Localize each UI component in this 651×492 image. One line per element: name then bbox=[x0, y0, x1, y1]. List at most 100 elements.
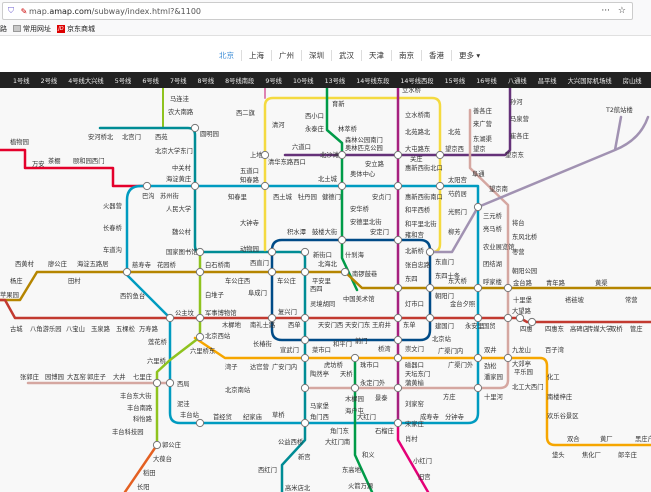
line-tab[interactable]: 10号线 bbox=[292, 77, 314, 85]
transfer-station-icon[interactable] bbox=[165, 378, 175, 388]
station-label[interactable]: 海淀五路居 bbox=[77, 259, 108, 268]
station-label[interactable]: 东高地 bbox=[342, 465, 362, 474]
bookmark-cut[interactable]: 路 bbox=[0, 24, 7, 33]
station-label[interactable]: 宣武门 bbox=[280, 345, 299, 354]
transfer-station-icon[interactable] bbox=[393, 235, 403, 245]
station-label[interactable]: 白石桥南 bbox=[205, 260, 230, 269]
station-label[interactable]: 知春路 bbox=[240, 175, 260, 184]
station-label[interactable]: 珠市口 bbox=[360, 360, 379, 369]
station-label[interactable]: 高米店北 bbox=[285, 483, 311, 492]
station-label[interactable]: 动物园 bbox=[240, 244, 259, 253]
station-label[interactable]: 大郊亭 bbox=[512, 359, 531, 368]
line-13[interactable] bbox=[263, 96, 442, 254]
station-label[interactable]: 角门东 bbox=[330, 426, 349, 435]
page-actions-icon[interactable]: ··· bbox=[601, 6, 610, 16]
city-hongkong[interactable]: 香港 bbox=[422, 50, 452, 61]
station-label[interactable]: 苏州街 bbox=[160, 191, 180, 200]
station-label[interactable]: 万寿路 bbox=[139, 324, 159, 333]
city-shanghai[interactable]: 上海 bbox=[242, 50, 272, 61]
station-label[interactable]: 四惠东 bbox=[545, 324, 564, 333]
station-label[interactable]: 大红门 bbox=[357, 412, 376, 421]
station-label[interactable]: 湾子 bbox=[225, 362, 238, 371]
station-label[interactable]: 郭公庄 bbox=[162, 440, 181, 449]
station-label[interactable]: 东直门 bbox=[435, 257, 454, 266]
transfer-station-icon[interactable] bbox=[337, 150, 347, 160]
station-label[interactable]: 黑庄户 bbox=[635, 434, 651, 443]
station-label[interactable]: 北苑路北 bbox=[405, 127, 431, 136]
station-label[interactable]: 景泰 bbox=[375, 393, 388, 402]
station-label[interactable]: 磁器口 bbox=[405, 360, 424, 369]
station-label[interactable]: 火箭万源 bbox=[348, 481, 374, 490]
station-label[interactable]: 崇文门 bbox=[405, 344, 424, 353]
station-label[interactable]: 南楼梓庄 bbox=[547, 392, 572, 401]
station-label[interactable]: 科怡路 bbox=[133, 414, 153, 423]
station-label[interactable]: 什刹海 bbox=[345, 250, 365, 259]
station-label[interactable]: 长春桥 bbox=[103, 223, 123, 232]
station-label[interactable]: 大井 bbox=[113, 372, 126, 381]
transfer-station-icon[interactable] bbox=[393, 383, 403, 393]
station-label[interactable]: 军事博物馆 bbox=[205, 308, 236, 317]
station-label[interactable]: 东大桥 bbox=[448, 276, 468, 285]
station-label[interactable]: 潘家园 bbox=[484, 372, 503, 381]
station-label[interactable]: 孙河 bbox=[510, 98, 523, 106]
transfer-station-icon[interactable] bbox=[393, 418, 403, 428]
station-label[interactable]: 关庄 bbox=[410, 154, 423, 163]
station-label[interactable]: 立水桥 bbox=[402, 88, 422, 94]
subway-map[interactable]: 马连洼农大南路安河桥北北宫门西苑圆明园北京大学东门中关村海淀黄庄植物园万安茶棚颐… bbox=[0, 88, 651, 492]
station-label[interactable]: 东风北桥 bbox=[512, 232, 538, 241]
station-label[interactable]: 海淀黄庄 bbox=[166, 174, 191, 183]
line-tab[interactable]: 14号线西段 bbox=[400, 77, 434, 85]
station-label[interactable]: 大望路 bbox=[512, 306, 532, 315]
transfer-station-icon[interactable] bbox=[425, 283, 435, 293]
station-label[interactable]: 巴沟 bbox=[142, 191, 155, 200]
station-label[interactable]: 苹果园 bbox=[0, 290, 19, 299]
station-label[interactable]: 东四 bbox=[405, 274, 418, 283]
line-tab[interactable]: 房山线 bbox=[622, 77, 642, 85]
line-tab[interactable]: 1号线 bbox=[13, 77, 30, 85]
station-label[interactable]: 莲花桥 bbox=[148, 337, 168, 346]
station-label[interactable]: 郎辛庄 bbox=[618, 450, 637, 459]
transfer-station-icon[interactable] bbox=[165, 313, 175, 323]
transfer-station-icon[interactable] bbox=[300, 353, 310, 363]
station-label[interactable]: 北宫门 bbox=[122, 132, 141, 141]
station-label[interactable]: 分钟寺 bbox=[445, 412, 464, 421]
station-label[interactable]: 郭庄子 bbox=[87, 372, 106, 381]
station-label[interactable]: 西苑 bbox=[155, 132, 168, 141]
station-label[interactable]: 芍药居 bbox=[448, 189, 467, 198]
station-label[interactable]: 广渠门外 bbox=[448, 360, 474, 369]
bookmark-star-icon[interactable]: ☆ bbox=[617, 6, 626, 16]
station-label[interactable]: 西四 bbox=[310, 285, 323, 293]
transfer-station-icon[interactable] bbox=[350, 353, 360, 363]
station-label[interactable]: 草桥 bbox=[272, 410, 285, 419]
station-label[interactable]: 稻田 bbox=[143, 468, 156, 477]
station-label[interactable]: 建国门 bbox=[435, 321, 454, 330]
station-label[interactable]: 九龙山 bbox=[512, 345, 531, 354]
station-label[interactable]: 西局 bbox=[177, 380, 190, 388]
station-label[interactable]: 阜通 bbox=[472, 169, 485, 178]
transfer-station-icon[interactable] bbox=[300, 383, 310, 393]
station-label[interactable]: 望京东 bbox=[505, 150, 524, 159]
station-label[interactable]: 清华东路西口 bbox=[268, 157, 306, 166]
station-label[interactable]: 黄渠 bbox=[595, 278, 608, 287]
station-label[interactable]: 大钟寺 bbox=[240, 218, 259, 227]
url-text[interactable]: map.amap.com/subway/index.html?&1100 bbox=[29, 7, 201, 16]
station-label[interactable]: 鼓楼大街 bbox=[312, 227, 338, 236]
station-label[interactable]: 安立路 bbox=[365, 159, 385, 168]
station-label[interactable]: 丰台科技园 bbox=[112, 427, 143, 436]
transfer-station-icon[interactable] bbox=[195, 418, 205, 428]
station-label[interactable]: 六里桥 bbox=[147, 356, 167, 365]
station-label[interactable]: 达官营 bbox=[250, 362, 269, 371]
station-label[interactable]: 公主坟 bbox=[175, 308, 195, 317]
transfer-station-icon[interactable] bbox=[337, 235, 347, 245]
station-label[interactable]: 南锣鼓巷 bbox=[352, 269, 378, 278]
transfer-station-icon[interactable] bbox=[393, 283, 403, 293]
station-label[interactable]: 西土城 bbox=[273, 192, 293, 201]
station-label[interactable]: 车公庄 bbox=[277, 276, 296, 285]
transfer-station-icon[interactable] bbox=[503, 283, 513, 293]
line-tab[interactable]: 5号线 bbox=[114, 77, 132, 85]
station-label[interactable]: 望京西 bbox=[445, 144, 464, 153]
station-label[interactable]: 善各庄 bbox=[473, 106, 492, 115]
station-label[interactable]: 传媒大学 bbox=[587, 324, 612, 333]
station-label[interactable]: 常营 bbox=[625, 295, 638, 304]
station-label[interactable]: 前门 bbox=[355, 336, 368, 345]
